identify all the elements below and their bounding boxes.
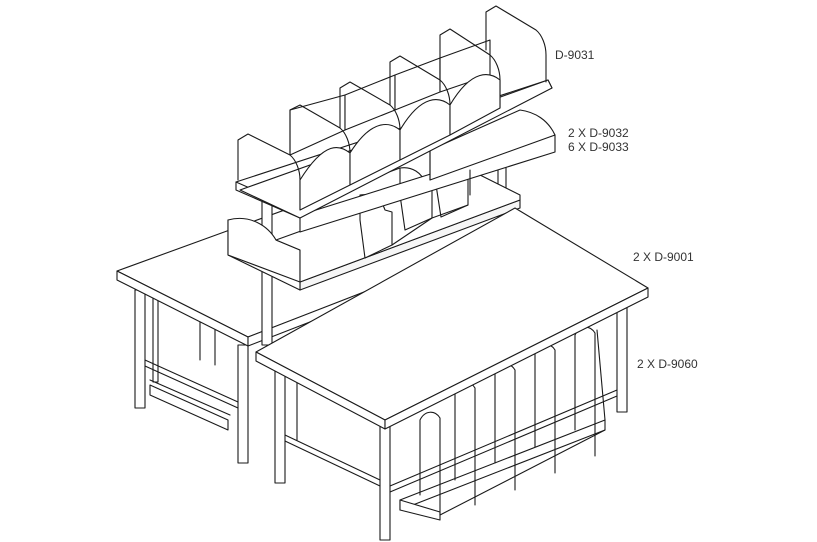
label-lower-dividers: 2 X D-9060 (637, 357, 698, 371)
back-table-legs (134, 289, 249, 464)
label-upper-organizer: D-9031 (555, 48, 595, 62)
front-table (255, 207, 649, 541)
label-tables: 2 X D-9001 (633, 250, 694, 264)
label-middle-shelf-line1: 2 X D-9032 (568, 126, 629, 140)
middle-shelf-d9032 (299, 109, 556, 233)
upper-organizer-d9031 (235, 5, 553, 219)
lower-shelf-d9032 (227, 157, 521, 291)
wire-dividers (237, 5, 547, 211)
label-middle-shelf-line2: 6 X D-9033 (568, 140, 629, 154)
